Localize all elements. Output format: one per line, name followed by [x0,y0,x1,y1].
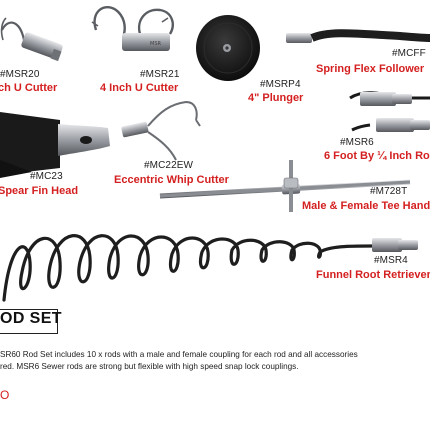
product-code: #MSR21 [140,69,180,80]
set-title-box [0,309,58,334]
mc23-spear-fin-head-image [0,112,110,178]
msrp4-plunger-image [196,15,260,81]
product-name: Funnel Root Retriever [316,269,430,281]
product-name: ch U Cutter [0,82,58,94]
product-code: #MCFF [392,48,426,59]
product-code: #MSRP4 [260,79,301,90]
msr20-u-cutter-image [0,17,63,62]
product-code: #MC23 [30,171,63,182]
description-line: SR60 Rod Set includes 10 x rods with a m… [0,350,358,359]
m728t-tee-handle-image [159,160,411,212]
product-name: Spring Flex Follower [316,63,425,75]
msr21-u-cutter-image: MSR [91,6,174,51]
product-code: #M728T [370,186,408,197]
product-name: 4 Inch U Cutter [100,82,179,94]
product-code: #MSR6 [340,137,374,148]
svg-text:MSR: MSR [150,41,161,47]
mcff-spring-flex-follower-image [286,29,430,43]
price-fragment: O [0,388,10,402]
product-code: #MSR20 [0,69,40,80]
product-code: #MC22EW [144,160,194,171]
product-name: 6 Foot By ¼ Inch Ro [324,150,430,162]
product-name: Eccentric Whip Cutter [114,174,229,186]
msr4-funnel-root-retriever-image [2,234,418,302]
set-title: OD SET [0,310,62,327]
description-line: red. MSR6 Sewer rods are strong but flex… [0,361,299,371]
mc22ew-eccentric-whip-cutter-image [121,100,201,161]
product-name: 4" Plunger [248,92,304,104]
msr6-rod-ends-image [349,91,430,132]
product-name: Male & Female Tee Handl [302,200,430,212]
set-description: SR60 Rod Set includes 10 x rods with a m… [0,349,430,372]
product-code: #MSR4 [374,255,408,266]
product-name: Spear Fin Head [0,185,79,197]
